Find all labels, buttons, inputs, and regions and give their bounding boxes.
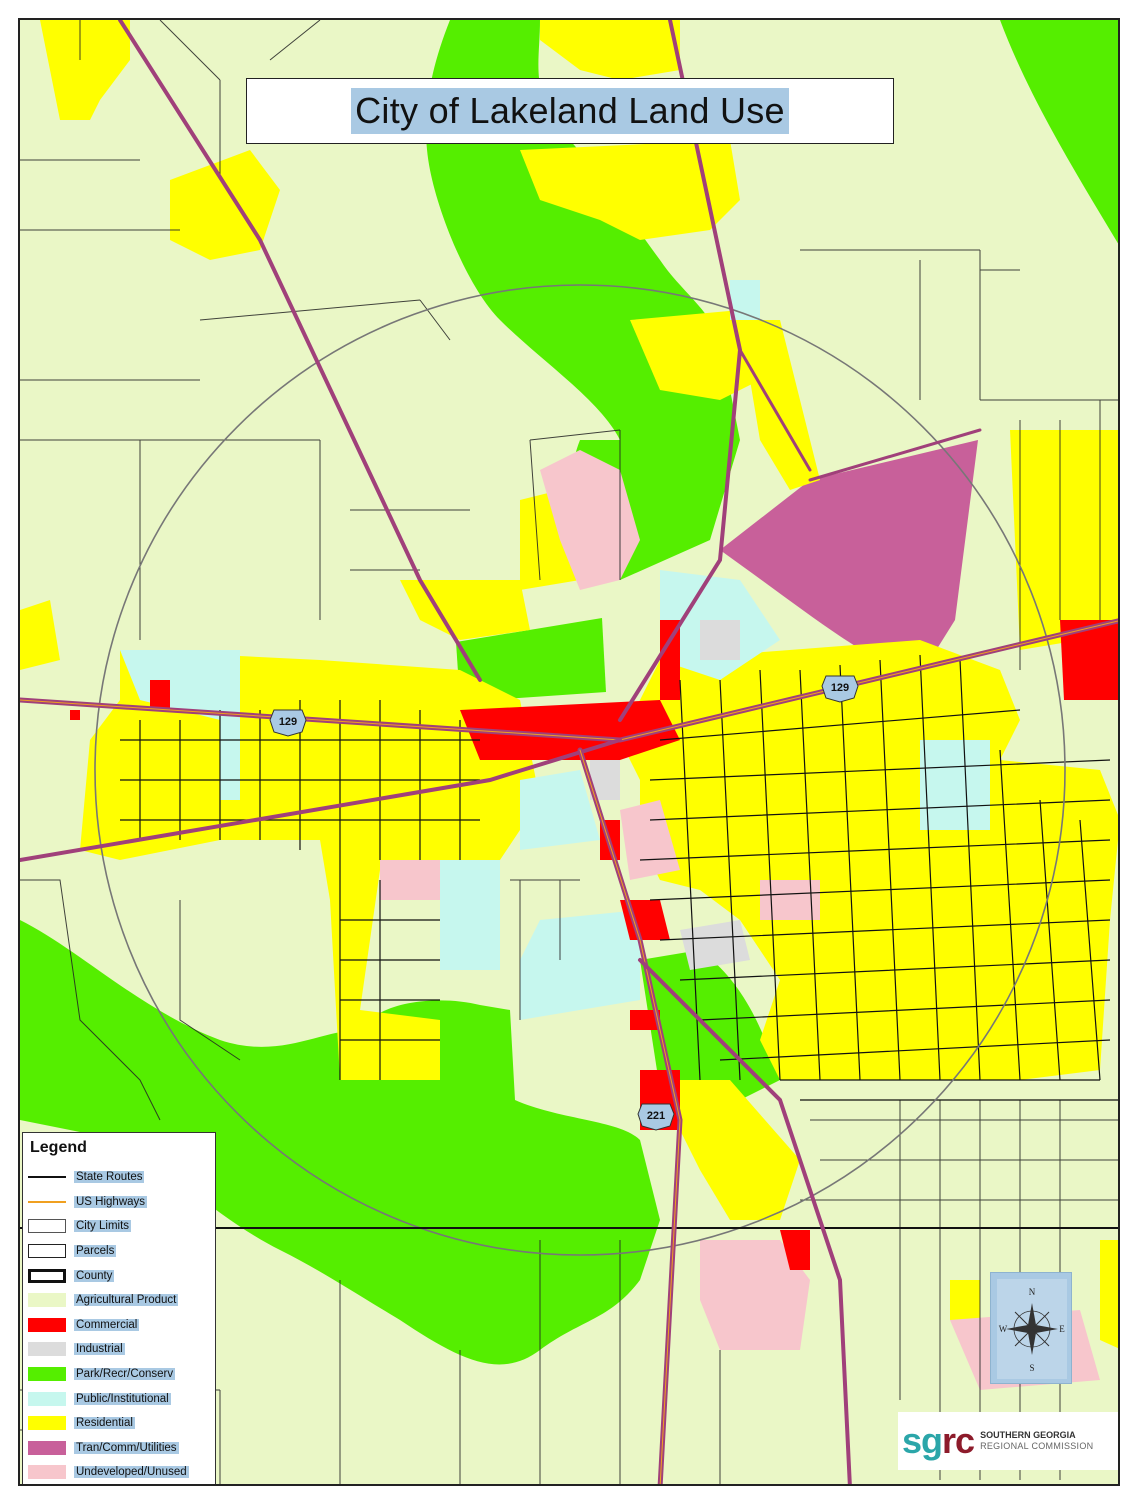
legend-label: Residential [74,1417,135,1430]
map-title-box: City of Lakeland Land Use [246,78,894,144]
legend-label: County [74,1269,115,1282]
logo-line-1: SOUTHERN GEORGIA [980,1430,1076,1440]
legend-label: Undeveloped/Unused [74,1466,189,1479]
compass-e: E [1059,1324,1065,1334]
legend-item: Undeveloped/Unused [28,1460,210,1484]
legend-item: Tran/Comm/Utilities [28,1436,210,1461]
legend-swatch [28,1416,66,1431]
legend-item: Parcels [28,1239,210,1264]
legend-label: US Highways [74,1195,148,1208]
legend-item: US Highways [28,1190,210,1215]
compass-n: N [1029,1287,1036,1297]
park-area-northeast [1000,20,1118,244]
legend-swatch [28,1195,66,1209]
legend-swatch [28,1170,66,1184]
legend-item: Residential [28,1411,210,1436]
legend-label: Park/Recr/Conserv [74,1368,176,1381]
legend-label: State Routes [74,1171,145,1184]
legend-item: Public/Institutional [28,1386,210,1411]
legend-item: State Routes [28,1165,210,1190]
sgrc-logo-mark: sgrc [902,1420,975,1461]
route-shield-label: 129 [831,682,849,694]
route-shield-221[interactable]: 221 [637,1103,675,1131]
route-shield-129-west[interactable]: 129 [269,709,307,737]
legend-swatch [28,1244,66,1259]
legend-item: Agricultural Product [28,1288,210,1313]
legend-title: Legend [30,1139,87,1156]
parcel-lines [20,20,1118,1484]
compass-w: W [999,1324,1008,1334]
legend-label: Industrial [74,1343,125,1356]
legend-swatch [28,1317,66,1332]
legend-item: County [28,1263,210,1288]
map-title: City of Lakeland Land Use [351,88,789,134]
route-shield-label: 129 [279,716,297,728]
legend-item: Park/Recr/Conserv [28,1362,210,1387]
legend-label: Commercial [74,1318,140,1331]
legend-item: Industrial [28,1337,210,1362]
legend-swatch [28,1293,66,1308]
legend-swatch [28,1219,66,1234]
legend-label: Tran/Comm/Utilities [74,1441,179,1454]
legend-label: Parcels [74,1245,117,1258]
route-shield-129-east[interactable]: 129 [821,675,859,703]
land-use-map[interactable]: 129 129 221 [20,20,1120,1486]
park-area-riverway [426,20,740,580]
compass-icon: N S W E [997,1279,1067,1379]
transport-area [720,440,978,660]
legend-swatch [28,1342,66,1357]
legend-label: City Limits [74,1220,132,1233]
sgrc-logo-text: SOUTHERN GEORGIA REGIONAL COMMISSION [980,1430,1093,1452]
street-grid [120,654,1118,1101]
legend-label: Agricultural Product [74,1294,179,1307]
legend-swatch [28,1367,66,1382]
logo-line-2: REGIONAL COMMISSION [980,1441,1094,1451]
legend-swatch [28,1440,66,1455]
park-area-downtown [456,618,606,702]
residential-areas [20,20,1118,1349]
highways [20,20,1118,1484]
sgrc-logo: sgrc SOUTHERN GEORGIA REGIONAL COMMISSIO… [898,1412,1118,1470]
legend-item: City Limits [28,1214,210,1239]
legend-swatch [28,1391,66,1406]
legend-item: Commercial [28,1313,210,1338]
city-limits-circle [94,284,1066,1256]
park-area-southwest [20,920,660,1365]
compass-rose: N S W E [990,1272,1072,1384]
legend-label: Public/Institutional [74,1392,171,1405]
compass-s: S [1029,1363,1034,1373]
map-frame: 129 129 221 City of Lakeland Land Use Le… [18,18,1120,1486]
legend-swatch [28,1465,66,1480]
legend-swatch [28,1268,66,1283]
route-shield-label: 221 [647,1110,665,1122]
